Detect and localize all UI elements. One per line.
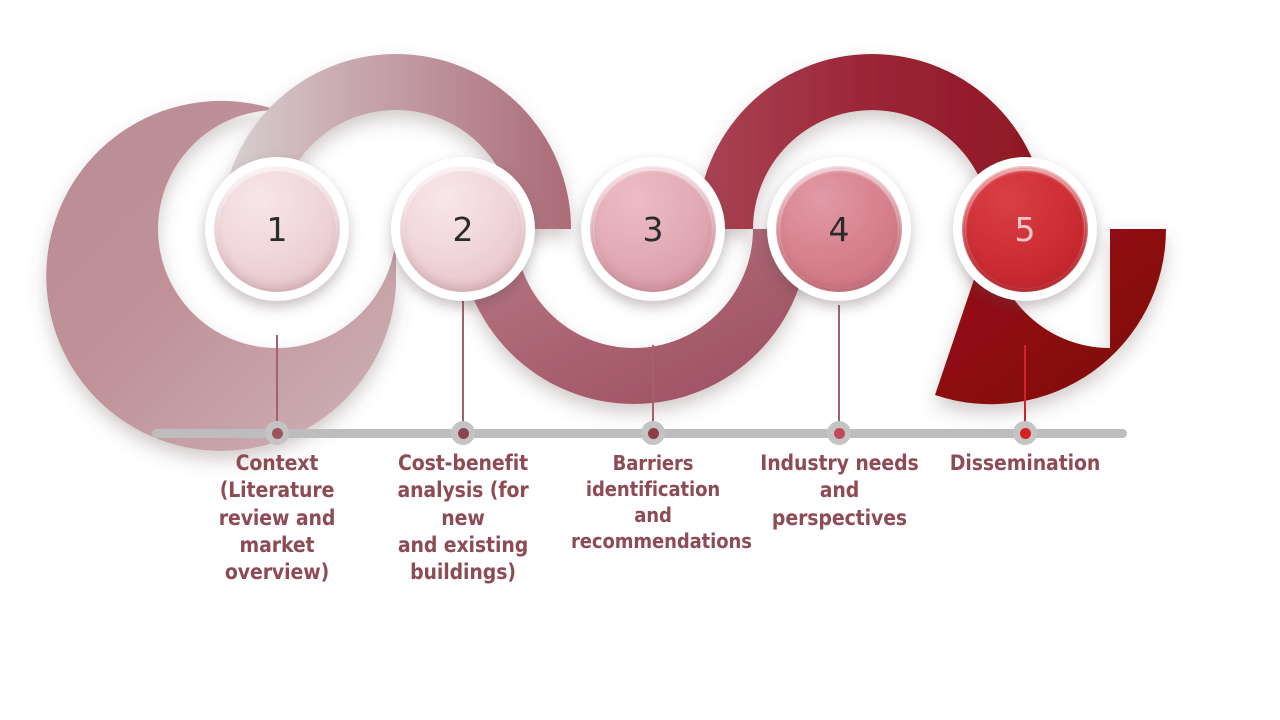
- axis-dot-4[interactable]: [827, 421, 851, 445]
- step-disc-5: 5: [962, 166, 1088, 292]
- axis-dot-2[interactable]: [451, 421, 475, 445]
- step-number-2: 2: [452, 209, 474, 249]
- axis-dot-1[interactable]: [265, 421, 289, 445]
- step-number-1: 1: [266, 209, 288, 249]
- connector-stem-2: [462, 300, 464, 430]
- step-disc-4: 4: [776, 166, 902, 292]
- axis-dot-3[interactable]: [641, 421, 665, 445]
- step-disc-2: 2: [400, 166, 526, 292]
- axis-dot-inner-2: [457, 427, 469, 439]
- connector-stem-3: [652, 345, 654, 430]
- step-circle-2[interactable]: 2: [391, 157, 535, 301]
- timeline-axis: [152, 429, 1127, 438]
- axis-dot-inner-1: [271, 427, 283, 439]
- step-label-3: Barriers identification and recommendati…: [571, 451, 752, 553]
- axis-dot-inner-4: [833, 427, 845, 439]
- step-label-5: Dissemination: [949, 451, 1101, 475]
- connector-stem-5: [1024, 345, 1026, 430]
- connector-stem-1: [276, 335, 278, 430]
- step-label-4: Industry needs and perspectives: [760, 451, 919, 530]
- step-circle-4[interactable]: 4: [767, 157, 911, 301]
- step-circle-3[interactable]: 3: [581, 157, 725, 301]
- step-label-2: Cost-benefit analysis (for new and exist…: [397, 451, 529, 585]
- step-circle-1[interactable]: 1: [205, 157, 349, 301]
- step-number-3: 3: [642, 209, 664, 249]
- connector-stem-4: [838, 305, 840, 430]
- axis-dot-inner-5: [1019, 427, 1031, 439]
- step-number-4: 4: [828, 209, 850, 249]
- axis-dot-inner-3: [647, 427, 659, 439]
- step-disc-1: 1: [214, 166, 340, 292]
- axis-dot-5[interactable]: [1013, 421, 1037, 445]
- step-number-5: 5: [1014, 209, 1036, 249]
- step-label-1: Context (Literature review and market ov…: [218, 451, 336, 585]
- step-disc-3: 3: [590, 166, 716, 292]
- step-circle-5[interactable]: 5: [953, 157, 1097, 301]
